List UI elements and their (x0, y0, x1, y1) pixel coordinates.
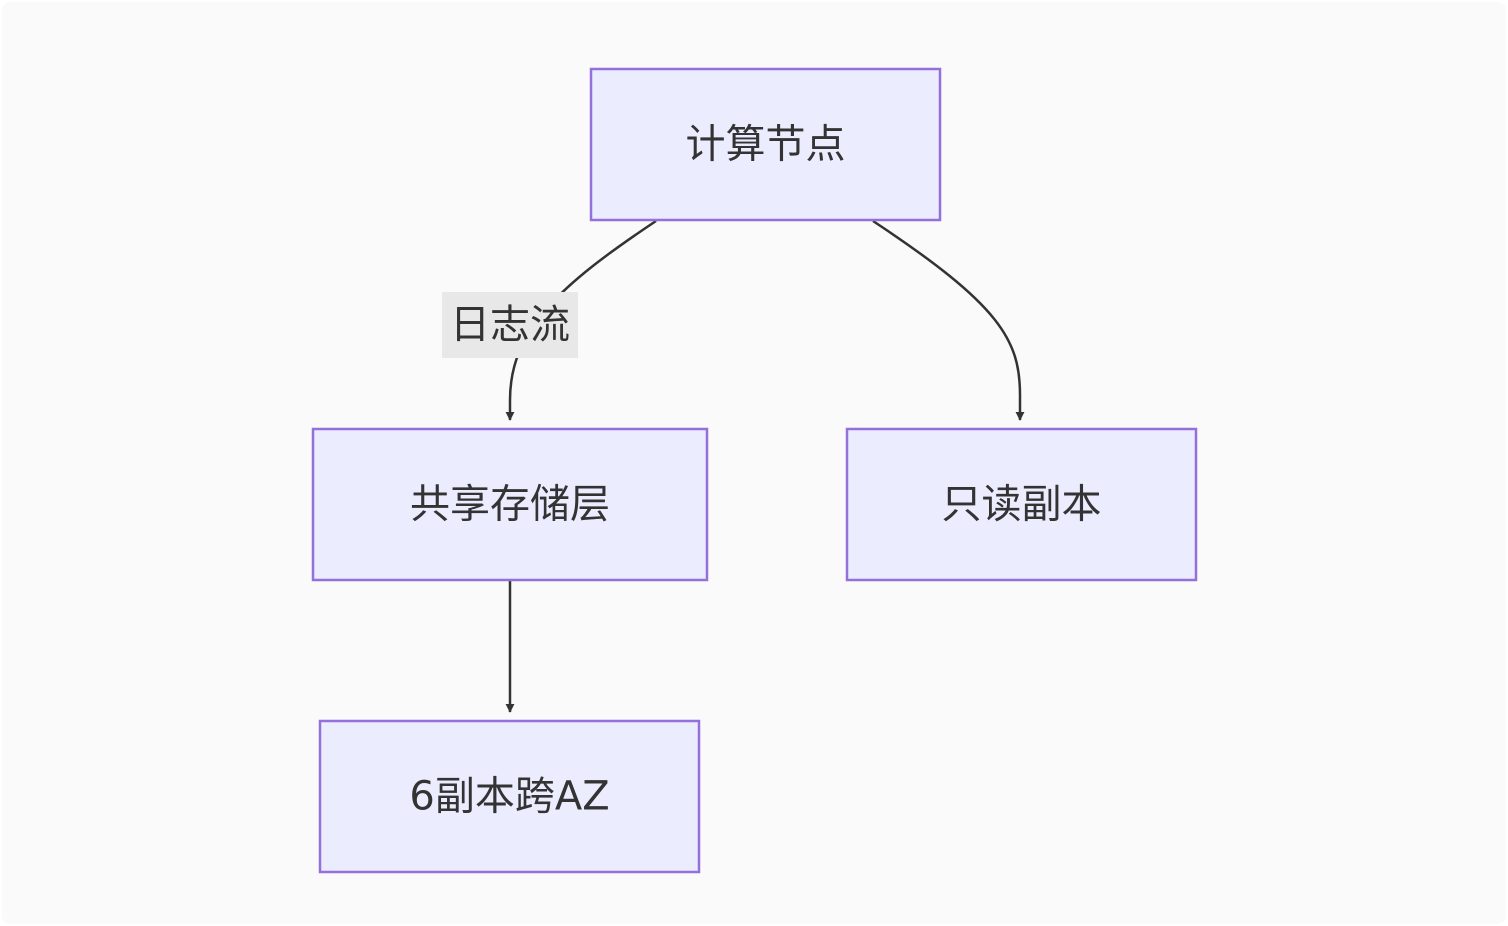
node-six-replicas-label: 6副本跨AZ (409, 774, 609, 820)
edge-label-log-stream-text: 日志流 (450, 302, 570, 348)
node-compute: 计算节点 (589, 67, 942, 222)
node-read-replica-label: 只读副本 (942, 482, 1102, 528)
node-shared-storage: 共享存储层 (311, 427, 709, 582)
edge-label-log-stream: 日志流 (442, 292, 578, 358)
edge-compute-to-read-replica (872, 219, 1025, 421)
node-shared-storage-label: 共享存储层 (410, 482, 610, 528)
node-six-replicas: 6副本跨AZ (318, 719, 701, 874)
node-read-replica: 只读副本 (845, 427, 1198, 582)
node-compute-label: 计算节点 (686, 122, 846, 168)
